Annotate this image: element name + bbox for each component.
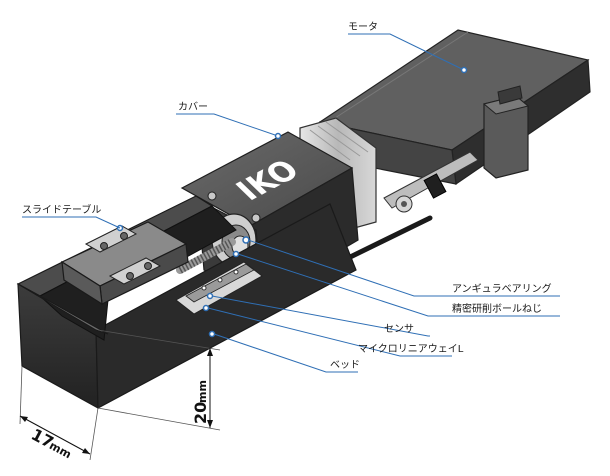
- dimension-height: 20 mm: [97, 329, 221, 431]
- leader-linear-way: [207, 307, 452, 357]
- svg-text:mm: mm: [196, 380, 209, 403]
- leader-lines: [22, 33, 560, 373]
- label-ball-screw: 精密研削ボールねじ: [452, 302, 542, 315]
- leader-bed: [213, 333, 358, 373]
- leader-cover: [176, 113, 279, 137]
- leader-sensor: [211, 295, 430, 337]
- sensor-arm: [337, 151, 479, 265]
- leader-angular-bearing: [247, 239, 560, 297]
- slide-table: [60, 221, 189, 306]
- label-angular-bearing: アンギュラベアリング: [452, 282, 552, 295]
- leader-ball-screw: [237, 253, 560, 317]
- micro-linear-way: [175, 261, 263, 338]
- svg-text:20: 20: [191, 402, 210, 424]
- label-sensor: センサ: [384, 323, 414, 335]
- leader-motor: [348, 33, 465, 71]
- label-slide-table: スライドテーブル: [22, 203, 101, 216]
- label-bed: ベッド: [330, 359, 360, 371]
- label-micro-linear-way: マイクロリニアウェイL: [358, 343, 464, 355]
- label-motor: モータ: [348, 21, 378, 33]
- leader-dots: [274, 66, 468, 140]
- leader-slide-table: [22, 216, 121, 229]
- label-cover: カバー: [178, 101, 208, 113]
